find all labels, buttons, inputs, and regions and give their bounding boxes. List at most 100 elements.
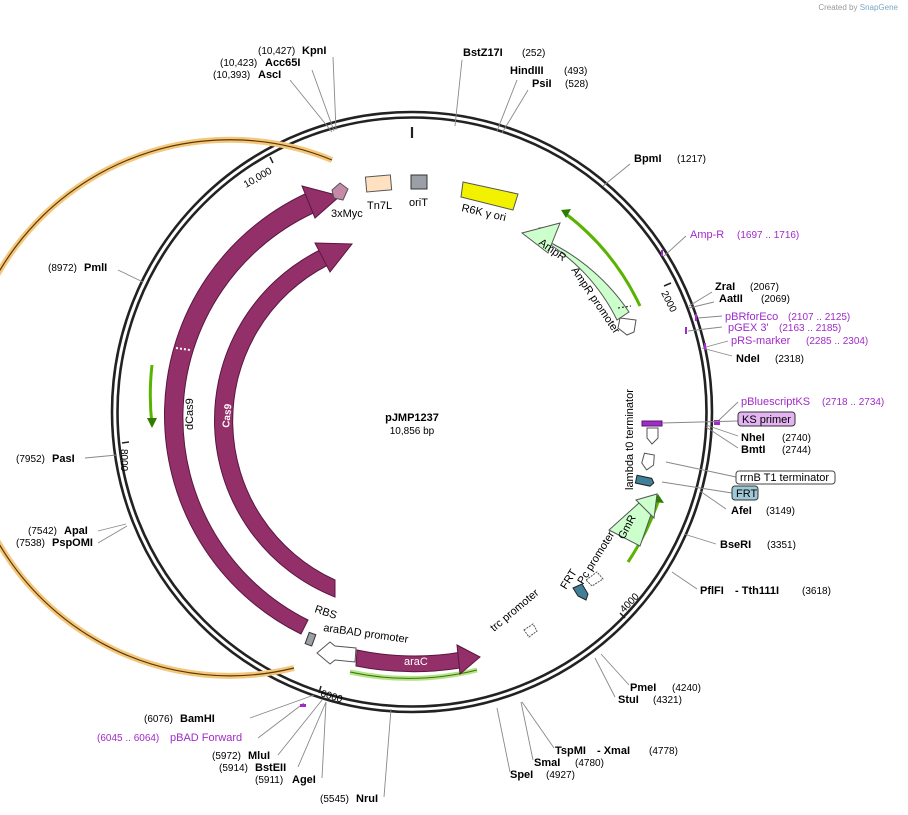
rrnb-label: rrnB T1 terminator [740, 472, 829, 484]
primer-mark-prs-marker [704, 343, 706, 350]
site-label-pflfi: PflFI [700, 585, 724, 597]
lambda-terminator-arrow [646, 427, 659, 445]
site-label-mlui: MluI [248, 750, 270, 762]
site-pos-bseri: (3351) [767, 540, 796, 551]
arac-arrow-head [456, 644, 481, 675]
leader-pspomi [97, 525, 128, 544]
site-pos-pspomi: (7538) [16, 538, 45, 549]
arabad-promoter-label: araBAD promoter [323, 622, 410, 646]
site-label-xmai: - XmaI [597, 745, 630, 757]
site-pos-bmti: (2744) [782, 445, 811, 456]
3xmyc-arrow [331, 182, 349, 201]
leader-bsteii [297, 701, 327, 768]
ks-primer-label: KS primer [742, 414, 791, 426]
tick-label-6000: 6000 [319, 688, 344, 705]
site-label-ndei: NdeI [736, 353, 760, 365]
site-pos-ndei: (2318) [775, 354, 804, 365]
site-pos-zrai: (2067) [750, 282, 779, 293]
leader-amp-r [663, 235, 687, 257]
leader-nrui [383, 708, 392, 798]
primer-label-pgex: pGEX 3' [728, 322, 769, 334]
site-pos-psii: (528) [565, 79, 588, 90]
primer-pos-pbluescriptks: (2718 .. 2734) [822, 397, 884, 408]
site-label-pasi: PasI [52, 453, 75, 465]
site-pos-bamhi: (6076) [144, 714, 173, 725]
tick-label-8000: 8000 [118, 449, 129, 472]
frt-box-label: FRT [736, 488, 757, 500]
site-label-bpmi: BpmI [634, 153, 662, 165]
primer-label-pbluescriptks: pBluescriptKS [741, 396, 810, 408]
leader-pasi [84, 454, 118, 459]
leader-frt-box [661, 481, 733, 494]
leader-mlui [277, 699, 323, 756]
site-label-psii: PsiI [532, 78, 552, 90]
cas9-arrow-head [314, 242, 354, 273]
site-label-bamhi: BamHI [180, 713, 215, 725]
leader-acc65i [311, 69, 335, 132]
primer-mark-pbad-forward [300, 704, 306, 707]
credit-prefix: Created by [818, 3, 858, 12]
cas9-arrow [214, 249, 336, 598]
leader-nhei [705, 424, 739, 437]
orf-arc-left-inner [0, 139, 333, 677]
site-label-zrai: ZraI [715, 281, 735, 293]
site-pos-bsteii: (5914) [219, 763, 248, 774]
ks-primer-box [737, 411, 796, 427]
leader-bamhi [249, 694, 315, 719]
rbs-mark [304, 631, 317, 647]
tick-mark-4000 [619, 612, 626, 619]
site-pos-afei: (3149) [766, 506, 795, 517]
frt-box [731, 485, 759, 501]
leader-bpmi [602, 163, 631, 187]
gmr-arrow-head [635, 493, 658, 520]
r6k-ori-box [460, 181, 519, 211]
primer-mark-amp-r [661, 250, 663, 256]
site-label-stui: StuI [618, 694, 639, 706]
orf-arc-left-green [148, 364, 154, 426]
leader-agei [321, 701, 327, 779]
site-pos-acc65i: (10,423) [220, 58, 257, 69]
primer-label-pbad-forward: pBAD Forward [170, 732, 242, 744]
site-pos-agei: (5911) [255, 775, 283, 786]
leader-pmei [600, 653, 630, 686]
site-label-smai: SmaI [534, 757, 560, 769]
leader-hindiii [496, 79, 518, 132]
tick-mark-6000 [318, 685, 322, 694]
site-pos-mlui: (5972) [212, 751, 241, 762]
site-pos-hindiii: (493) [564, 66, 587, 77]
primer-mark-pbrforeco [695, 314, 697, 321]
leader-prs-marker [705, 340, 729, 348]
tn7l-box [364, 174, 393, 193]
site-pos-bstz17i: (252) [522, 48, 545, 59]
site-label-nhei: NheI [741, 432, 765, 444]
leader-pbluescriptks [715, 401, 739, 424]
site-label-pspomi: PspOMI [52, 537, 93, 549]
leader-tspmi [521, 701, 555, 749]
site-pos-bpmi: (1217) [677, 154, 706, 165]
leader-stui [594, 657, 616, 698]
site-label-bstz17i: BstZ17I [463, 47, 503, 59]
snapgene-logo-text: SnapGene [859, 3, 898, 12]
leader-afei [699, 490, 727, 510]
leader-bseri [683, 533, 717, 545]
ampr-promoter-arrow [617, 317, 637, 336]
primer-pos-pgex: (2163 .. 2185) [779, 323, 841, 334]
primer-pos-prs-marker: (2285 .. 2304) [806, 336, 868, 347]
primer-pos-pbrforeco: (2107 .. 2125) [788, 312, 850, 323]
dcas9-arrow-head [301, 185, 342, 219]
rrnb-box [735, 470, 836, 485]
backbone-inner-ring [116, 116, 708, 708]
created-by-credit: Created by SnapGene [818, 3, 898, 12]
site-label-asci: AscI [258, 69, 281, 81]
frt-right-arrow [634, 474, 655, 487]
primer-label-amp-r: Amp-R [690, 229, 724, 241]
ks-primer-mark [641, 420, 663, 427]
primer-mark-pbluescriptks [714, 420, 720, 425]
tn7l-label: Tn7L [367, 200, 392, 212]
site-pos-stui: (4321) [653, 695, 682, 706]
leader-bmti [705, 426, 739, 449]
lambda-t0-label: lambda t0 terminator [624, 389, 636, 490]
leader-pflfi [671, 571, 698, 590]
site-label-agei: AgeI [292, 774, 316, 786]
